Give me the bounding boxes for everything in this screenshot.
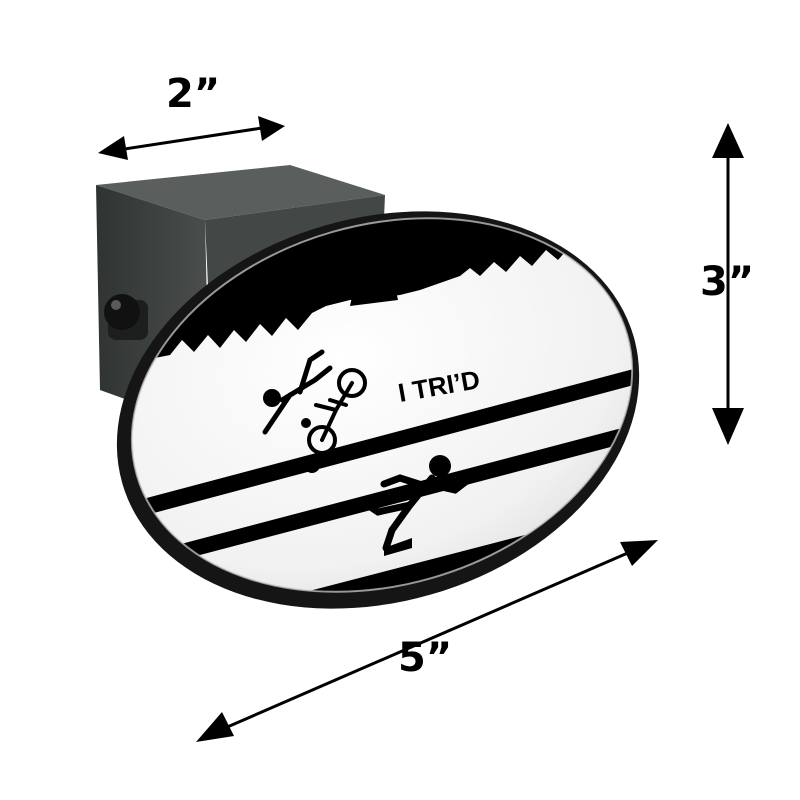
height-dimension-arrow bbox=[712, 123, 744, 445]
hitch-pin-knob bbox=[104, 294, 148, 340]
height-dimension-label: 3” bbox=[700, 259, 755, 305]
divider-stripe-upper bbox=[120, 362, 660, 522]
length-dimension-arrow bbox=[196, 540, 658, 742]
falling-runner-icon bbox=[362, 455, 472, 556]
crashing-cyclist-icon bbox=[262, 349, 367, 473]
divider-stripe-lower bbox=[120, 418, 660, 576]
length-dimension-label: 5” bbox=[398, 635, 453, 681]
swimmer-icon bbox=[446, 238, 501, 272]
width-dimension-arrow bbox=[98, 116, 285, 160]
shark-fin-icon bbox=[350, 258, 400, 306]
width-dimension-label: 2” bbox=[166, 71, 221, 117]
